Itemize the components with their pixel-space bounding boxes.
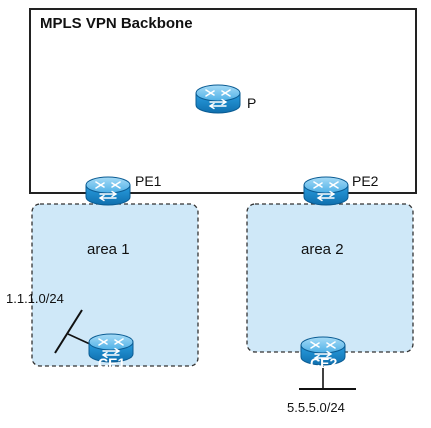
area-2-box: [246, 203, 414, 353]
ce1-network-link: [67, 333, 93, 346]
router-pe2-label: PE2: [352, 173, 379, 189]
ce1-network-label: 1.1.1.0/24: [6, 291, 64, 306]
area-2-label: area 2: [301, 241, 344, 258]
router-pe1-icon: [85, 176, 131, 206]
router-ce1-label: CE1: [98, 355, 126, 371]
router-ce2-label: CE2: [310, 355, 338, 371]
router-p-icon: [195, 84, 241, 114]
ce2-network-label: 5.5.5.0/24: [287, 400, 345, 415]
backbone-title: MPLS VPN Backbone: [40, 15, 193, 32]
router-pe2-icon: [303, 176, 349, 206]
router-p-label: P: [247, 95, 257, 111]
ce1-network-segment: [54, 309, 83, 354]
area-1-box: [31, 203, 199, 367]
router-pe1-label: PE1: [135, 173, 162, 189]
area-1-label: area 1: [87, 241, 130, 258]
